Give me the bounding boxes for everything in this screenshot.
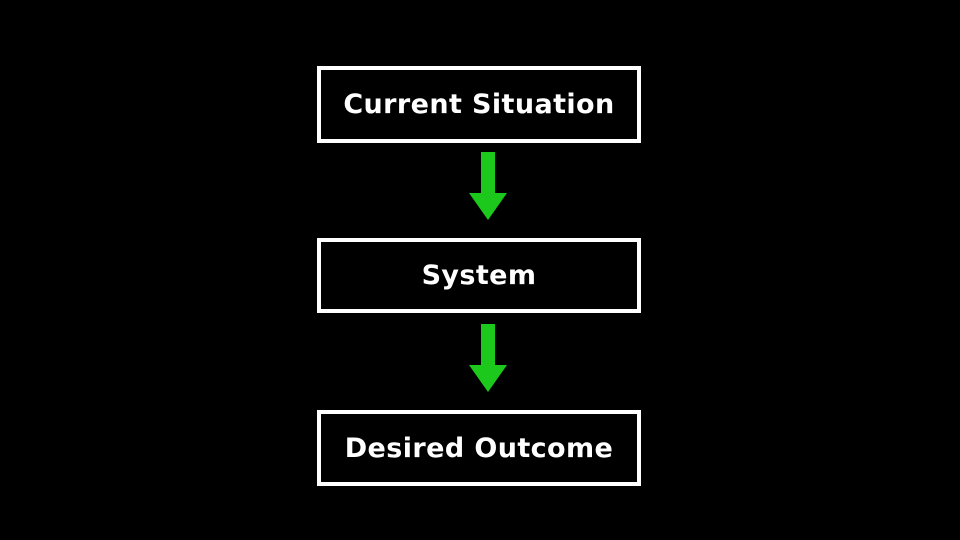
flow-node-label: System — [421, 260, 537, 291]
flow-node-label: Current Situation — [343, 89, 615, 120]
flow-node-system[interactable]: System — [317, 238, 641, 313]
arrow-down-icon — [468, 152, 508, 221]
flow-node-label: Desired Outcome — [344, 432, 614, 464]
arrow-down-icon-shape — [469, 152, 507, 220]
arrow-down-icon-shape — [469, 324, 507, 392]
arrow-down-icon — [468, 324, 508, 393]
flow-node-desired-outcome[interactable]: Desired Outcome — [317, 410, 641, 486]
flow-node-current-situation[interactable]: Current Situation — [317, 66, 641, 143]
